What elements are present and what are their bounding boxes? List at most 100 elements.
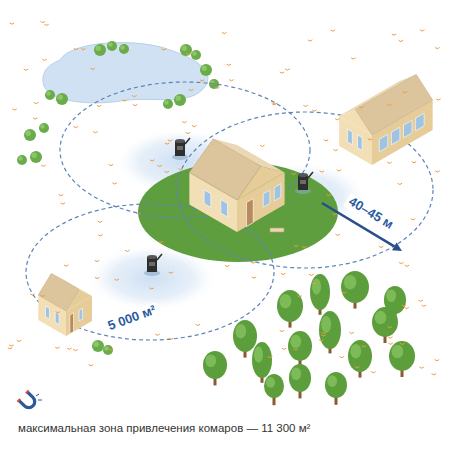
mosquito [150,160,154,161]
mosquito [8,348,12,349]
trees [203,271,415,405]
mosquito [97,105,101,106]
mosquito [149,288,153,289]
mosquito-trap [172,138,190,160]
mosquito [285,69,289,70]
magnet-pole [26,390,29,393]
mosquito [371,372,375,373]
mosquito [336,234,340,235]
mosquito [165,171,169,172]
trap-glows [90,130,365,310]
mosquito [41,21,45,22]
mosquito [268,357,272,358]
mosquito [95,260,99,261]
mosquito-trap [144,254,162,276]
mosquito [41,165,45,166]
caption: максимальная зона привлечения комаров — … [18,422,310,436]
mosquito [419,367,423,368]
tree-crown [348,340,372,372]
mosquito [303,105,307,106]
bush-highlight [96,46,101,51]
mosquito [10,23,14,24]
tree-crown [288,331,312,361]
window [263,190,270,207]
magnet-pole [17,399,20,402]
tree-highlight [205,355,216,368]
mosquito [56,312,60,313]
mosquito [308,40,312,41]
mosquito [405,265,409,266]
mosquito [435,171,439,172]
bush-highlight [46,91,51,96]
bush [180,44,192,56]
mosquito [40,295,44,296]
mosquito [98,221,102,222]
roof [356,75,433,136]
mosquito-trap [295,172,313,194]
mosquito [169,338,173,339]
mosquito [162,49,166,50]
window [416,113,425,131]
mosquito [200,80,204,81]
tree-highlight [350,344,361,358]
mosquito [294,349,298,350]
mosquito [158,165,162,166]
mosquito [251,262,255,263]
mosquito [59,195,63,196]
mosquito [312,283,316,284]
mosquito [215,87,219,88]
mosquito [333,214,337,215]
bush [200,64,212,76]
mosquito [291,173,295,174]
building [339,75,433,166]
bush-highlight [40,124,45,129]
mosquito [281,273,285,274]
bush [30,151,42,163]
bush-highlight [164,100,169,105]
tree-highlight [280,294,292,308]
window [404,120,413,138]
bush-highlight [120,45,125,50]
mosquito [112,183,116,184]
mosquito [362,346,366,347]
mosquito [337,170,341,171]
mosquito [273,103,277,104]
mosquito [34,103,38,104]
window [274,184,281,201]
window [204,190,211,207]
tree-highlight [386,290,396,303]
mosquito [17,340,21,341]
tree-crown [389,341,415,371]
bush [92,340,104,352]
mosquito [186,53,190,54]
tree-highlight [312,279,321,295]
mosquito [350,332,354,333]
bush-highlight [94,342,99,347]
mosquito [222,32,226,33]
mosquito [331,30,335,31]
mosquito [359,107,363,108]
mosquito [196,324,200,325]
bush [94,44,106,56]
bush [191,50,201,60]
mosquito [260,145,264,146]
mosquito [93,132,97,133]
bush-highlight [192,51,197,56]
magnet-body [19,392,37,410]
bush-highlight [26,131,31,136]
mosquito [402,305,406,306]
mosquito [73,349,77,350]
trap-handle [185,138,190,144]
tree-highlight [327,375,337,387]
mosquito [400,343,404,344]
mosquito [42,59,46,60]
tree-crown [252,342,272,378]
mosquito [136,213,140,214]
mosquito [109,165,113,166]
mosquito [125,250,129,251]
roof [189,139,260,200]
mosquito [403,92,407,93]
bush [45,90,55,100]
mosquito [252,277,256,278]
